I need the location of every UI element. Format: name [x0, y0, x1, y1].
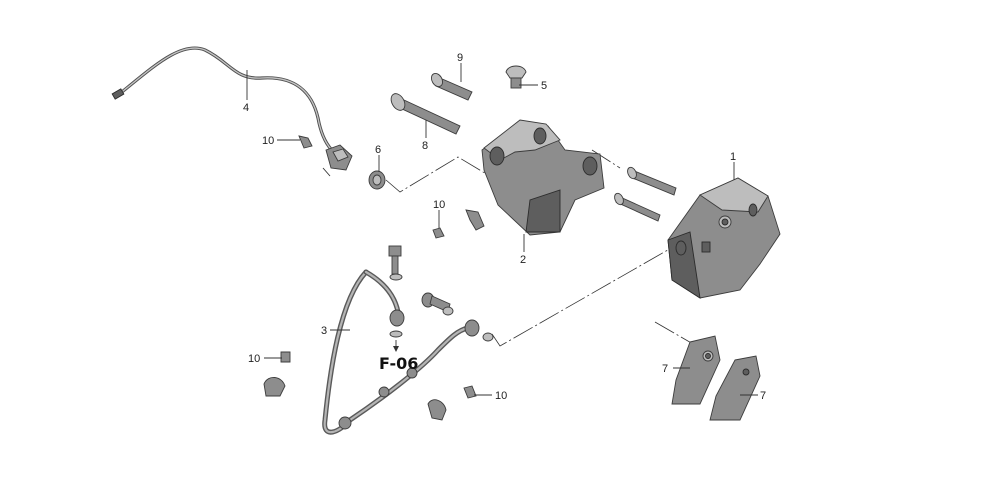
bolt-lower-right-part — [463, 385, 477, 399]
label-bolt-mid: 10 — [433, 199, 445, 211]
bolt-lower-left-part — [280, 351, 291, 363]
label-pin: 9 — [457, 52, 463, 64]
caliper-banjo-part — [421, 292, 494, 342]
label-caliper: 1 — [730, 151, 736, 163]
collar-part — [368, 170, 386, 190]
guide-pins-part — [614, 166, 677, 222]
label-part-5: 5 — [541, 80, 547, 92]
label-pad-right: 7 — [760, 390, 766, 402]
label-bolt-lower-left: 10 — [248, 353, 260, 365]
label-brake-hose: 3 — [321, 325, 327, 337]
label-sensor-wire: 4 — [243, 102, 249, 114]
label-pad-left: 7 — [662, 363, 668, 375]
reference-label: F-06 — [379, 354, 418, 373]
label-bolt-long: 8 — [422, 140, 428, 152]
pin-part — [430, 72, 473, 101]
long-bolt-part — [390, 93, 461, 135]
brake-pads-part — [671, 335, 761, 421]
banjo-bolt-part — [388, 245, 403, 352]
label-bolt-upper: 10 — [262, 135, 274, 147]
brake-caliper-part — [667, 177, 781, 299]
leader-lines — [246, 63, 758, 396]
bleeder-part — [505, 65, 527, 89]
bolt-mid-part — [432, 227, 445, 239]
caliper-bracket-part — [481, 119, 605, 236]
brake-hose-part — [322, 269, 480, 435]
label-collar: 6 — [375, 144, 381, 156]
label-bracket: 2 — [520, 254, 526, 266]
bolt-upper-part — [298, 135, 313, 149]
clip-parts — [263, 209, 485, 421]
label-bolt-lower-right: 10 — [495, 390, 507, 402]
callout-labels: 1 2 3 4 5 6 7 7 8 9 10 10 10 10 F-06 — [243, 52, 766, 402]
sensor-wire-part — [111, 46, 353, 177]
